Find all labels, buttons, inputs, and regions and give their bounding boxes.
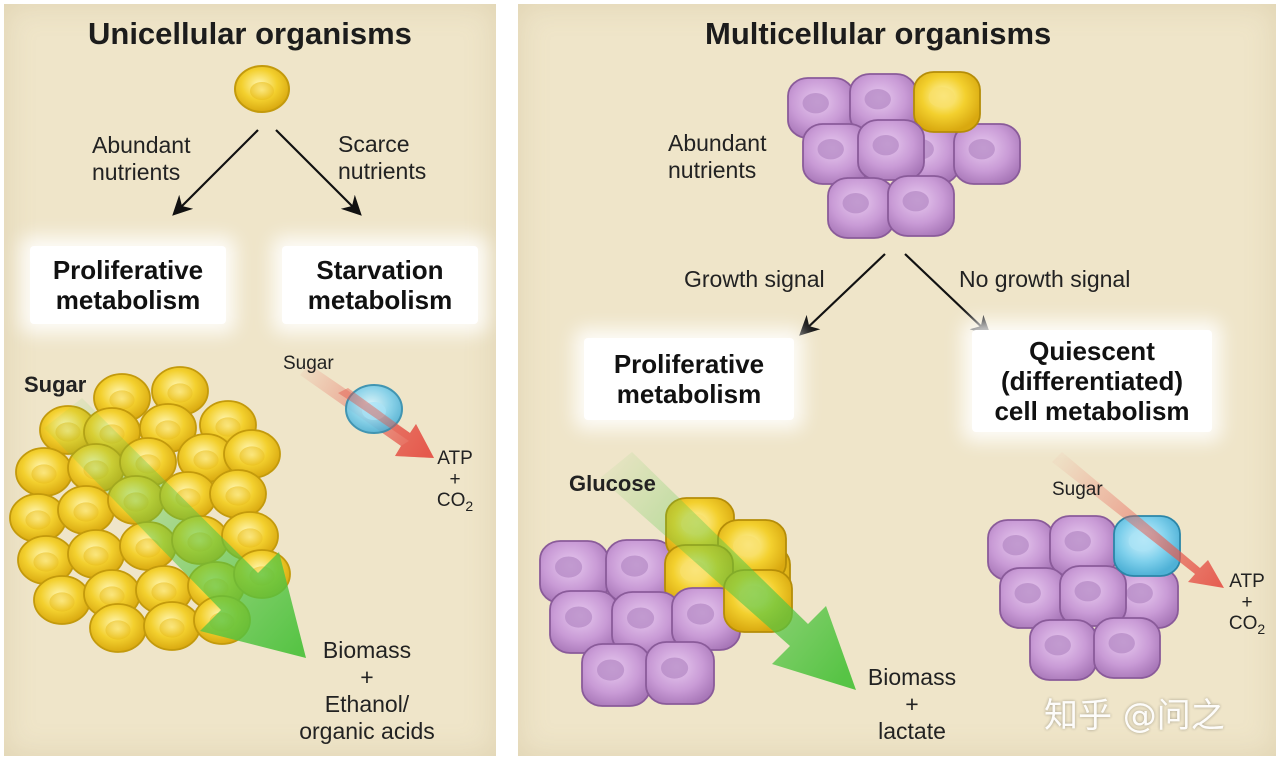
purple-cell	[887, 175, 955, 237]
label-sugar-starvation: Sugar	[283, 353, 334, 374]
yeast-cell	[9, 493, 67, 543]
purple-cell	[827, 177, 895, 239]
green-arrow-left	[44, 398, 306, 658]
purple-cell	[581, 643, 651, 707]
purple-cell	[1059, 565, 1127, 627]
box-quiescent: Quiescent(differentiated)cell metabolism	[972, 330, 1212, 432]
purple-cell	[1093, 617, 1161, 679]
label-atp-co2-left: ATP + CO2	[436, 448, 474, 514]
purple-cell	[549, 590, 619, 654]
yeast-cell	[143, 601, 201, 651]
yeast-cell	[33, 575, 91, 625]
purple-cell	[539, 540, 609, 604]
label-sugar-right: Sugar	[1052, 479, 1103, 500]
tissue-quiescent	[987, 515, 1181, 681]
watermark: 知乎 @问之	[1044, 696, 1225, 736]
purple-cell	[1049, 515, 1117, 577]
label-no-growth-signal: No growth signal	[959, 266, 1131, 292]
yeast-cell	[223, 429, 281, 479]
green-arrow-right	[600, 452, 856, 690]
arrow-growth-signal	[799, 253, 886, 336]
label-biomass-ethanol: Biomass + Ethanol/ organic acids	[299, 637, 435, 744]
purple-cell	[849, 73, 917, 135]
purple-cell	[953, 123, 1021, 185]
title-unicellular: Unicellular organisms	[88, 16, 412, 51]
yeast-cell	[209, 469, 267, 519]
purple-cell	[611, 591, 681, 655]
yeast-cell	[17, 535, 75, 585]
yeast-cell	[15, 447, 73, 497]
yeast-cell-top	[234, 65, 290, 113]
title-multicellular: Multicellular organisms	[705, 16, 1052, 51]
yeast-cell	[57, 485, 115, 535]
purple-cell	[999, 567, 1067, 629]
blue-cell-starvation	[345, 384, 403, 434]
arrow-abundant	[172, 129, 259, 216]
purple-cell	[605, 539, 675, 603]
purple-cell	[1029, 619, 1097, 681]
purple-cell	[645, 641, 715, 705]
label-biomass-lactate: Biomass + lactate	[867, 664, 957, 744]
tissue-top	[787, 71, 1021, 239]
label-atp-co2-right: ATP + CO2	[1228, 571, 1266, 637]
arrow-scarce	[275, 129, 362, 216]
yeast-cell	[89, 603, 147, 653]
purple-cell	[787, 77, 855, 139]
red-arrow-right	[1052, 452, 1224, 588]
label-glucose: Glucose	[569, 471, 656, 496]
label-sugar-left: Sugar	[24, 372, 87, 397]
purple-cell	[857, 119, 925, 181]
arrow-no-growth-signal	[904, 253, 991, 336]
yellow-cell	[913, 71, 981, 133]
purple-cell	[987, 519, 1055, 581]
label-growth-signal: Growth signal	[684, 266, 825, 292]
